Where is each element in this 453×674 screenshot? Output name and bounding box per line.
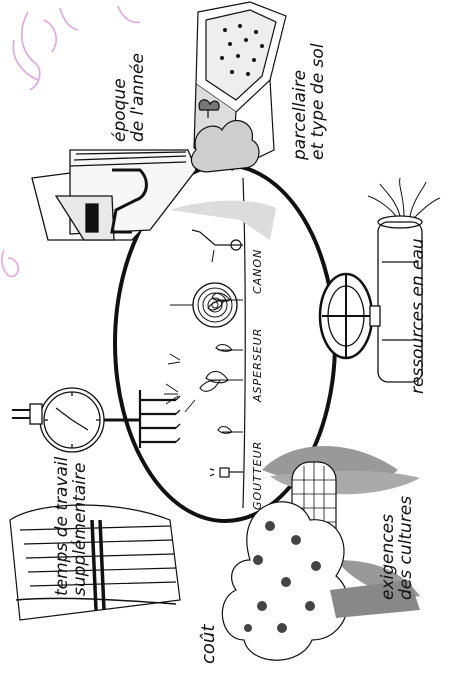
hose-reel-icon [170, 283, 237, 327]
goutteur-label: GOUTTEUR [252, 441, 264, 510]
ressources-label: ressources en eau [410, 238, 428, 394]
canon-label: CANON [252, 249, 264, 294]
dripper-icon [210, 468, 243, 477]
money-stack-icon [10, 505, 180, 620]
field-parcel-icon [170, 2, 286, 240]
cout-label: coût [200, 625, 219, 664]
spray-lines [164, 354, 195, 412]
asperseur-label: ASPERSEUR [252, 328, 264, 402]
calendar-icon [32, 150, 196, 240]
clock-fork-icon [12, 388, 180, 452]
ground-line [243, 178, 245, 508]
